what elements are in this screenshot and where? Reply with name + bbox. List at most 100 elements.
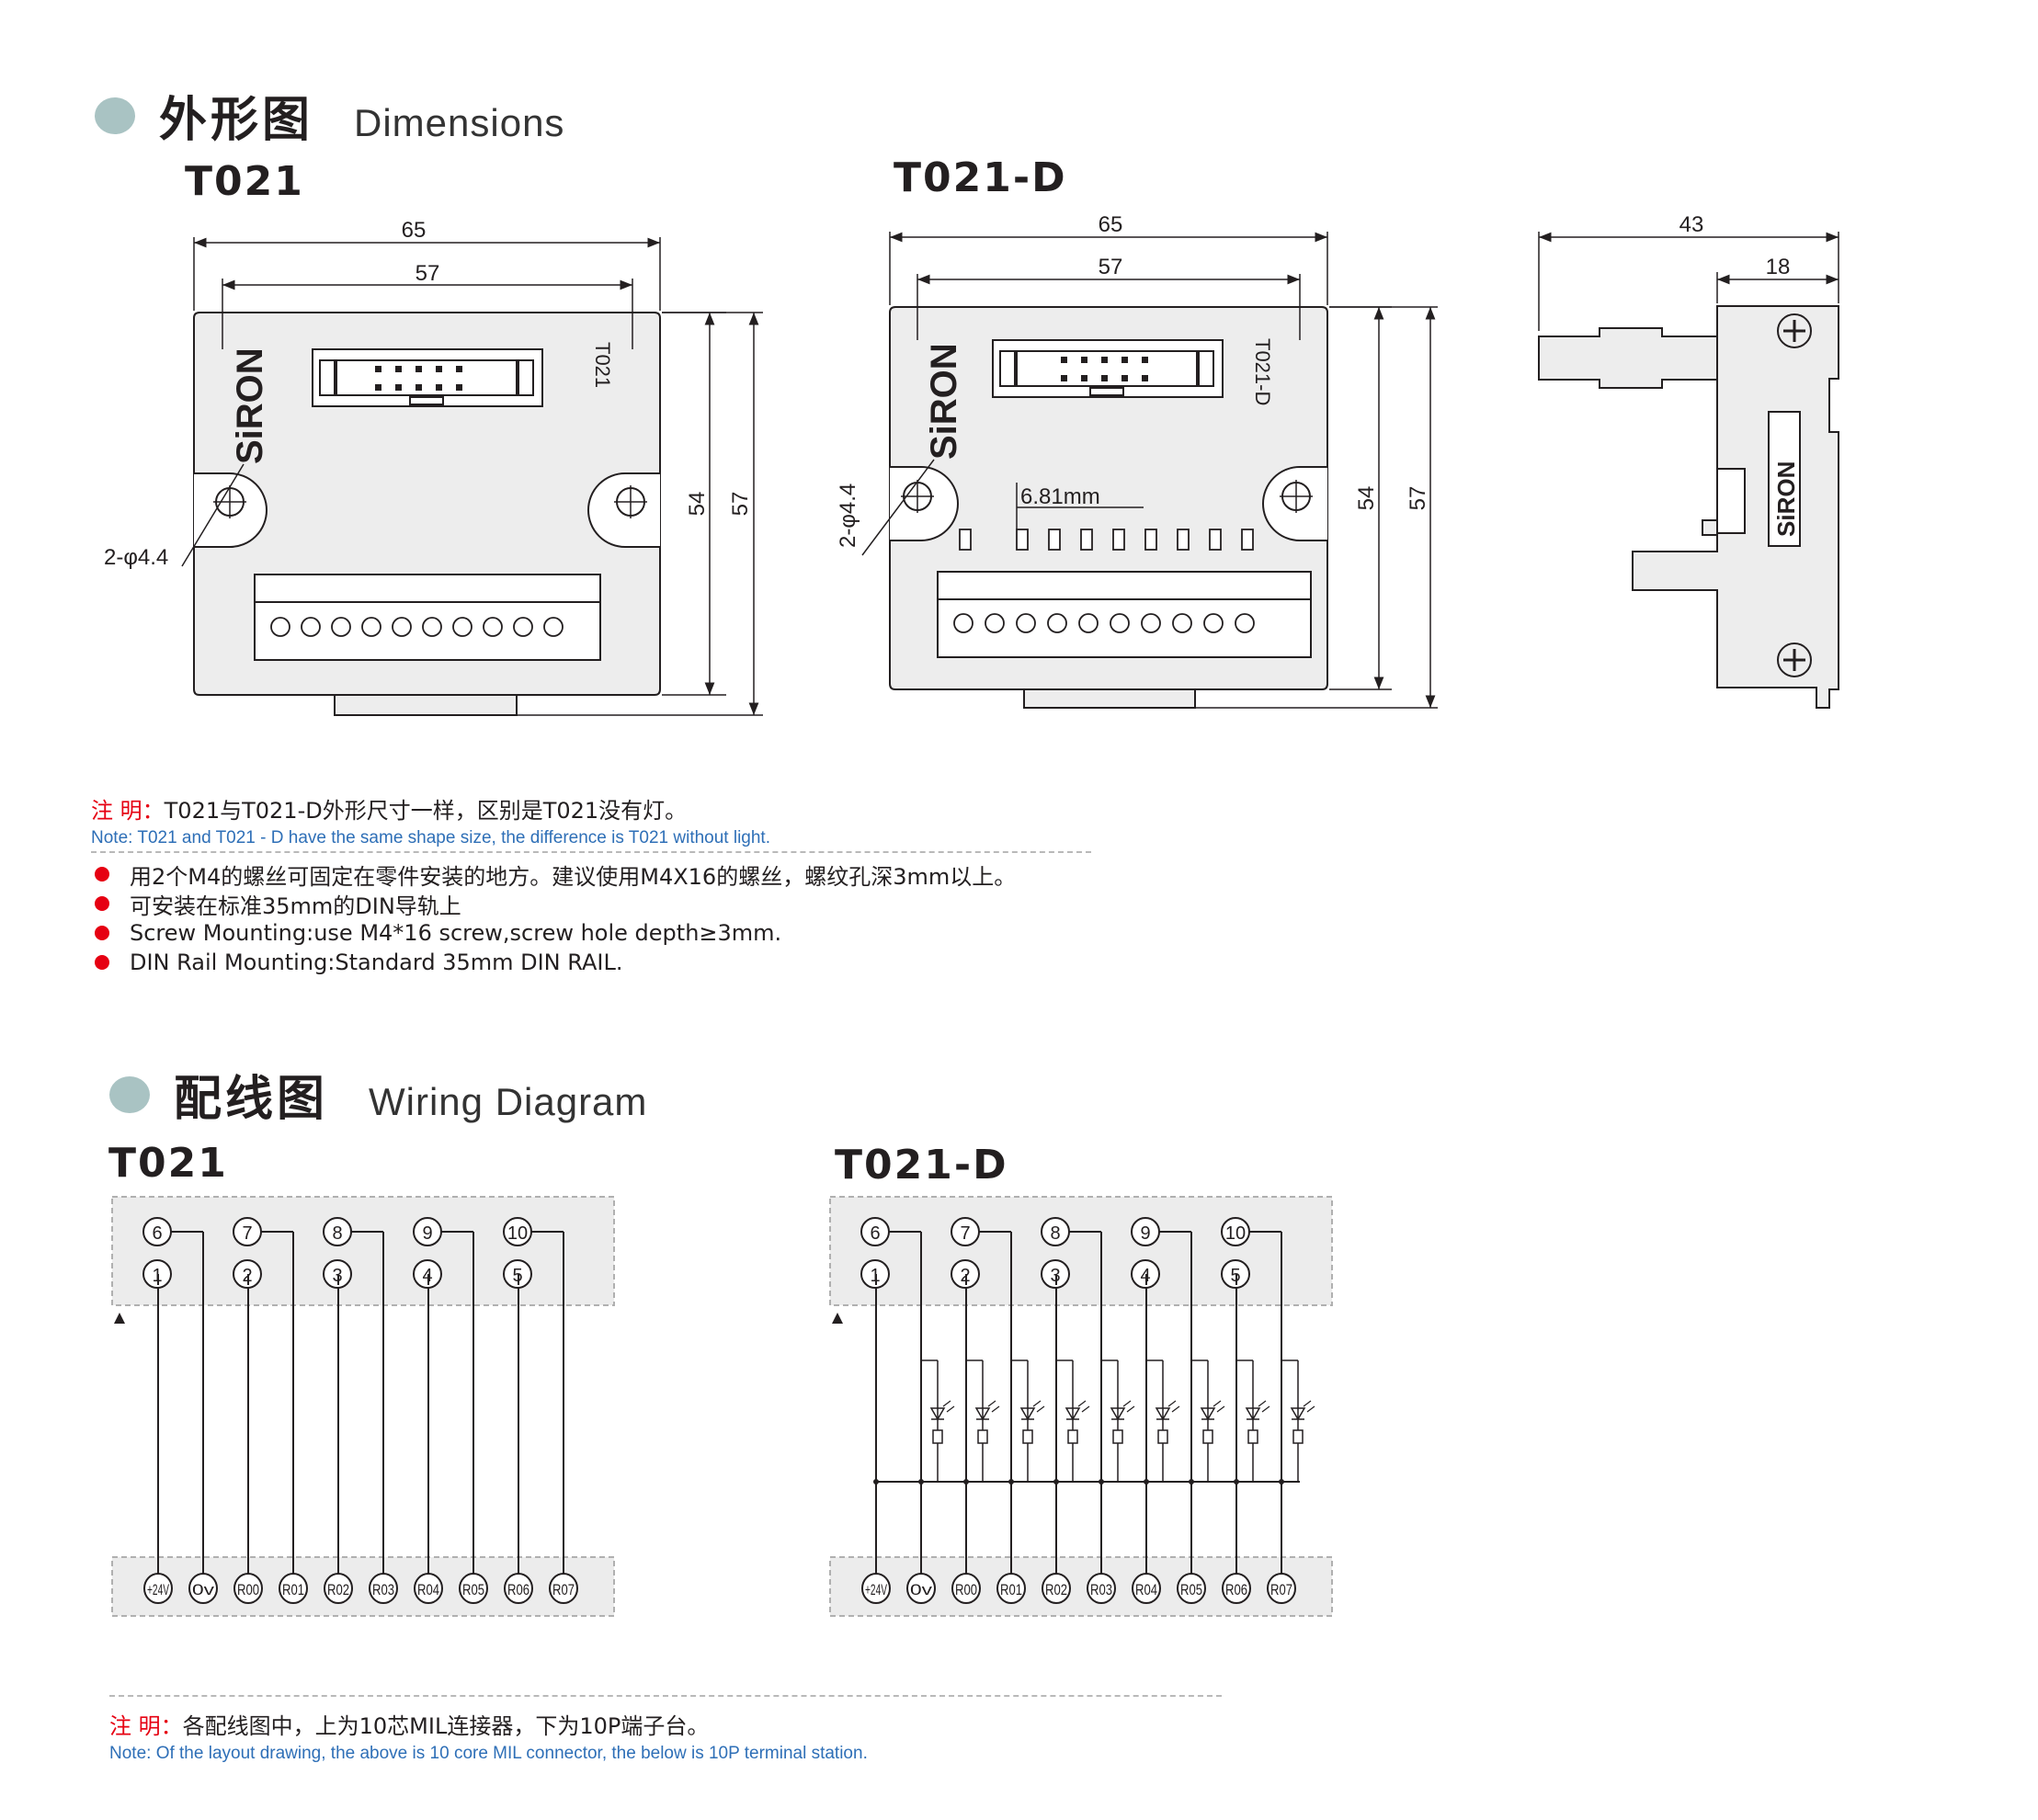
- terminal-label: 0v: [192, 1581, 215, 1598]
- connector-pin-top: [503, 1217, 532, 1246]
- terminal-label: R03: [372, 1581, 394, 1598]
- light-ray-icon: [1213, 1400, 1225, 1413]
- dim-side-depth: 43: [1679, 212, 1704, 237]
- junction-dot: [1144, 1479, 1149, 1484]
- connector-pin-label: 6: [152, 1223, 162, 1244]
- terminal-screw: [1087, 1573, 1116, 1604]
- connector-pin-top: [1041, 1217, 1070, 1246]
- red-dot-icon: [95, 867, 109, 882]
- led-icon: [1019, 1407, 1036, 1421]
- wiring-note-en: Note: Of the layout drawing, the above i…: [109, 1744, 868, 1763]
- resistor-icon: [1247, 1429, 1258, 1444]
- section-bullet-icon: [95, 97, 135, 134]
- terminal-label: +24V: [147, 1581, 169, 1598]
- dim-led-offset: 6.81mm: [1020, 484, 1100, 509]
- connector-pin-label: 8: [332, 1223, 342, 1244]
- dim-width-outer: 65: [402, 218, 427, 243]
- resistor-icon: [1022, 1429, 1033, 1444]
- mounting-bullets: 用2个M4的螺丝可固定在零件安装的地方。建议使用M4X16的螺丝，螺纹孔深3mm…: [91, 859, 1016, 977]
- terminal-label: R01: [1000, 1581, 1022, 1598]
- model-label-t021d: T021-D: [894, 154, 1067, 201]
- mil-connector-box: [111, 1196, 615, 1306]
- wiring-title-en: Wiring Diagram: [369, 1080, 648, 1123]
- note-text-cn: T021与T021-D外形尺寸一样，区别是T021没有灯。: [164, 798, 688, 824]
- dim-width-inner-d: 57: [1099, 255, 1123, 279]
- junction-dot: [1053, 1479, 1059, 1484]
- terminal-screw: [414, 1573, 443, 1604]
- light-ray-icon: [1077, 1400, 1090, 1413]
- led-icon: [974, 1407, 991, 1421]
- wiring-model-t021: T021: [108, 1140, 228, 1187]
- dimensions-title-en: Dimensions: [354, 101, 565, 144]
- terminal-label: R04: [417, 1581, 439, 1598]
- terminal-screw: [1267, 1573, 1296, 1604]
- terminal-screw: [1042, 1573, 1071, 1604]
- led-windows: [959, 529, 1254, 551]
- terminal-label: R05: [1180, 1581, 1202, 1598]
- brand-logo-d: SiRON: [924, 343, 964, 460]
- junction-dot: [963, 1479, 969, 1484]
- bullet-item: 用2个M4的螺丝可固定在零件安装的地方。建议使用M4X16的螺丝，螺纹孔深3mm…: [91, 859, 1016, 890]
- terminal-screw: [861, 1573, 891, 1604]
- dim-side-rail: 18: [1766, 255, 1791, 279]
- led-icon: [1200, 1407, 1216, 1421]
- terminal-screw: [951, 1573, 981, 1604]
- connector-pin-label: 10: [1225, 1223, 1246, 1244]
- terminal-screws: [270, 617, 564, 637]
- terminal-label: R05: [462, 1581, 484, 1598]
- wiring-note: 注 明：各配线图中，上为10芯MIL连接器，下为10P端子台。 Note: Of…: [109, 1708, 868, 1764]
- connector-pin-label: 9: [422, 1223, 432, 1244]
- junction-dot: [873, 1479, 879, 1484]
- connector-pin-label: 8: [1050, 1223, 1060, 1244]
- device-label-t021: T021: [591, 342, 614, 388]
- terminal-screw: [1132, 1573, 1161, 1604]
- bullet-item: DIN Rail Mounting:Standard 35mm DIN RAIL…: [91, 948, 1016, 977]
- led-icon: [1245, 1407, 1261, 1421]
- junction-dot: [1279, 1479, 1284, 1484]
- terminal-screw: [188, 1573, 218, 1604]
- red-dot-icon: [95, 926, 109, 940]
- light-ray-icon: [1303, 1400, 1315, 1413]
- connector-pin-label: 7: [242, 1223, 252, 1244]
- dim-height-outer-d: 57: [1406, 486, 1430, 511]
- connector-pin-label: 6: [870, 1223, 880, 1244]
- resistor-icon: [1202, 1429, 1213, 1444]
- terminal-screw: [369, 1573, 398, 1604]
- terminal-block-box: [829, 1556, 1333, 1617]
- dim-hole: 2-φ4.4: [104, 545, 168, 570]
- dim-height-inner-d: 54: [1354, 486, 1379, 511]
- junction-dot: [1099, 1479, 1104, 1484]
- divider: [109, 1695, 1222, 1697]
- terminal-label: R00: [955, 1581, 977, 1598]
- light-ray-icon: [1258, 1400, 1270, 1413]
- red-dot-icon: [95, 955, 109, 970]
- light-ray-icon: [987, 1400, 1000, 1413]
- mil-connector-box: [829, 1196, 1333, 1306]
- terminal-screw: [324, 1573, 353, 1604]
- connector-pin-top: [860, 1217, 890, 1246]
- terminal-label: R02: [1045, 1581, 1067, 1598]
- resistor-icon: [932, 1429, 943, 1444]
- terminal-screw: [906, 1573, 936, 1604]
- terminal-screw: [1177, 1573, 1206, 1604]
- resistor-icon: [1157, 1429, 1168, 1444]
- dim-width-inner: 57: [416, 261, 440, 286]
- pin1-triangle-icon: [832, 1313, 843, 1324]
- dimensions-note: 注 明：T021与T021-D外形尺寸一样，区别是T021没有灯。 Note: …: [91, 792, 770, 848]
- connector-pin-top: [1221, 1217, 1250, 1246]
- terminal-screw: [459, 1573, 488, 1604]
- dim-height-outer: 57: [728, 492, 753, 517]
- resistor-icon: [1112, 1429, 1123, 1444]
- terminal-label: R07: [552, 1581, 575, 1598]
- terminal-screws: [953, 613, 1255, 633]
- connector-pin-top: [233, 1217, 262, 1246]
- wiring-title-cn: 配线图: [174, 1072, 329, 1127]
- dim-height-inner: 54: [685, 492, 710, 517]
- led-icon: [929, 1407, 946, 1421]
- connector-pin-top: [142, 1217, 172, 1246]
- led-icon: [1155, 1407, 1171, 1421]
- model-label-t021: T021: [185, 158, 304, 205]
- light-ray-icon: [1167, 1400, 1180, 1413]
- wiring-header: 配线图 Wiring Diagram: [109, 1060, 647, 1129]
- dimensions-header: 外形图 Dimensions: [95, 81, 564, 150]
